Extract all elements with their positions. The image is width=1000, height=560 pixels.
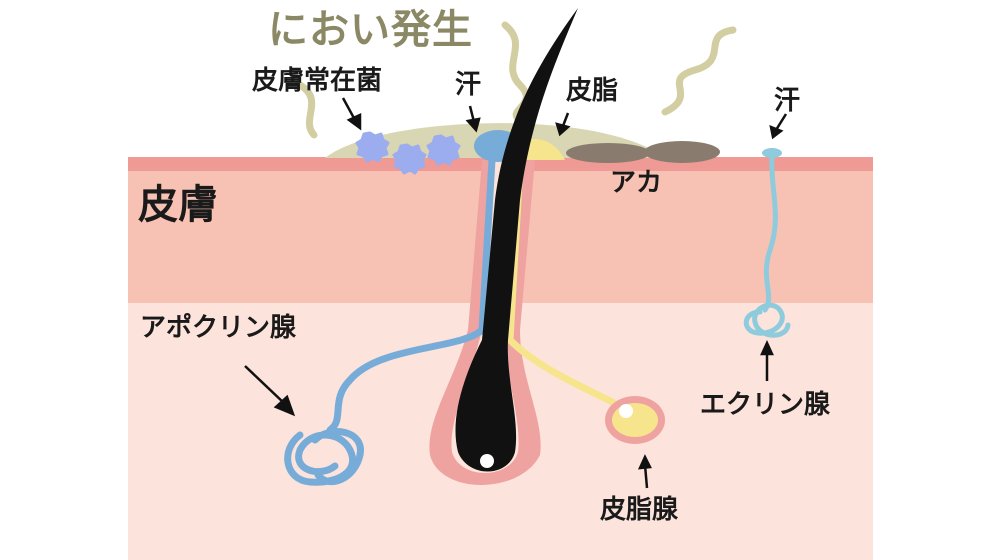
- eccrine-sweat-pore: [762, 148, 782, 158]
- sebaceous-gland-highlight: [619, 404, 633, 418]
- sweat-label-top: 汗: [455, 70, 482, 100]
- apocrine-gland: [284, 156, 496, 486]
- bacterium-1: [355, 131, 390, 163]
- eccrine-gland: [743, 152, 791, 338]
- apocrine-gland-label: アポクリン腺: [140, 313, 297, 343]
- resident-bacteria-label: 皮膚常在菌: [252, 66, 383, 96]
- dirt-blob-right: [644, 141, 720, 163]
- hair-bulb-highlight: [480, 454, 494, 468]
- dirt-label: アカ: [610, 168, 663, 198]
- hair-shaft: [455, 8, 578, 472]
- odor-wavy-lines: [296, 21, 737, 139]
- eccrine-gland-label: エクリン腺: [700, 390, 831, 420]
- odor-label: におい発生: [268, 7, 473, 53]
- sebaceous-gland: [612, 403, 658, 437]
- pointer-arrows: [244, 97, 788, 489]
- sweat-label-right: 汗: [774, 86, 801, 116]
- sebaceous-duct: [506, 164, 620, 409]
- dirt-blob-left: [566, 143, 650, 163]
- sebum-label: 皮脂: [566, 76, 619, 106]
- bacterium-2: [392, 143, 427, 175]
- sebaceous-gland-label: 皮脂腺: [600, 495, 679, 525]
- bacteria-group: [355, 131, 461, 175]
- sebum-outflow: [520, 139, 565, 160]
- bacterium-3: [426, 134, 461, 166]
- skin-label: 皮膚: [138, 182, 218, 228]
